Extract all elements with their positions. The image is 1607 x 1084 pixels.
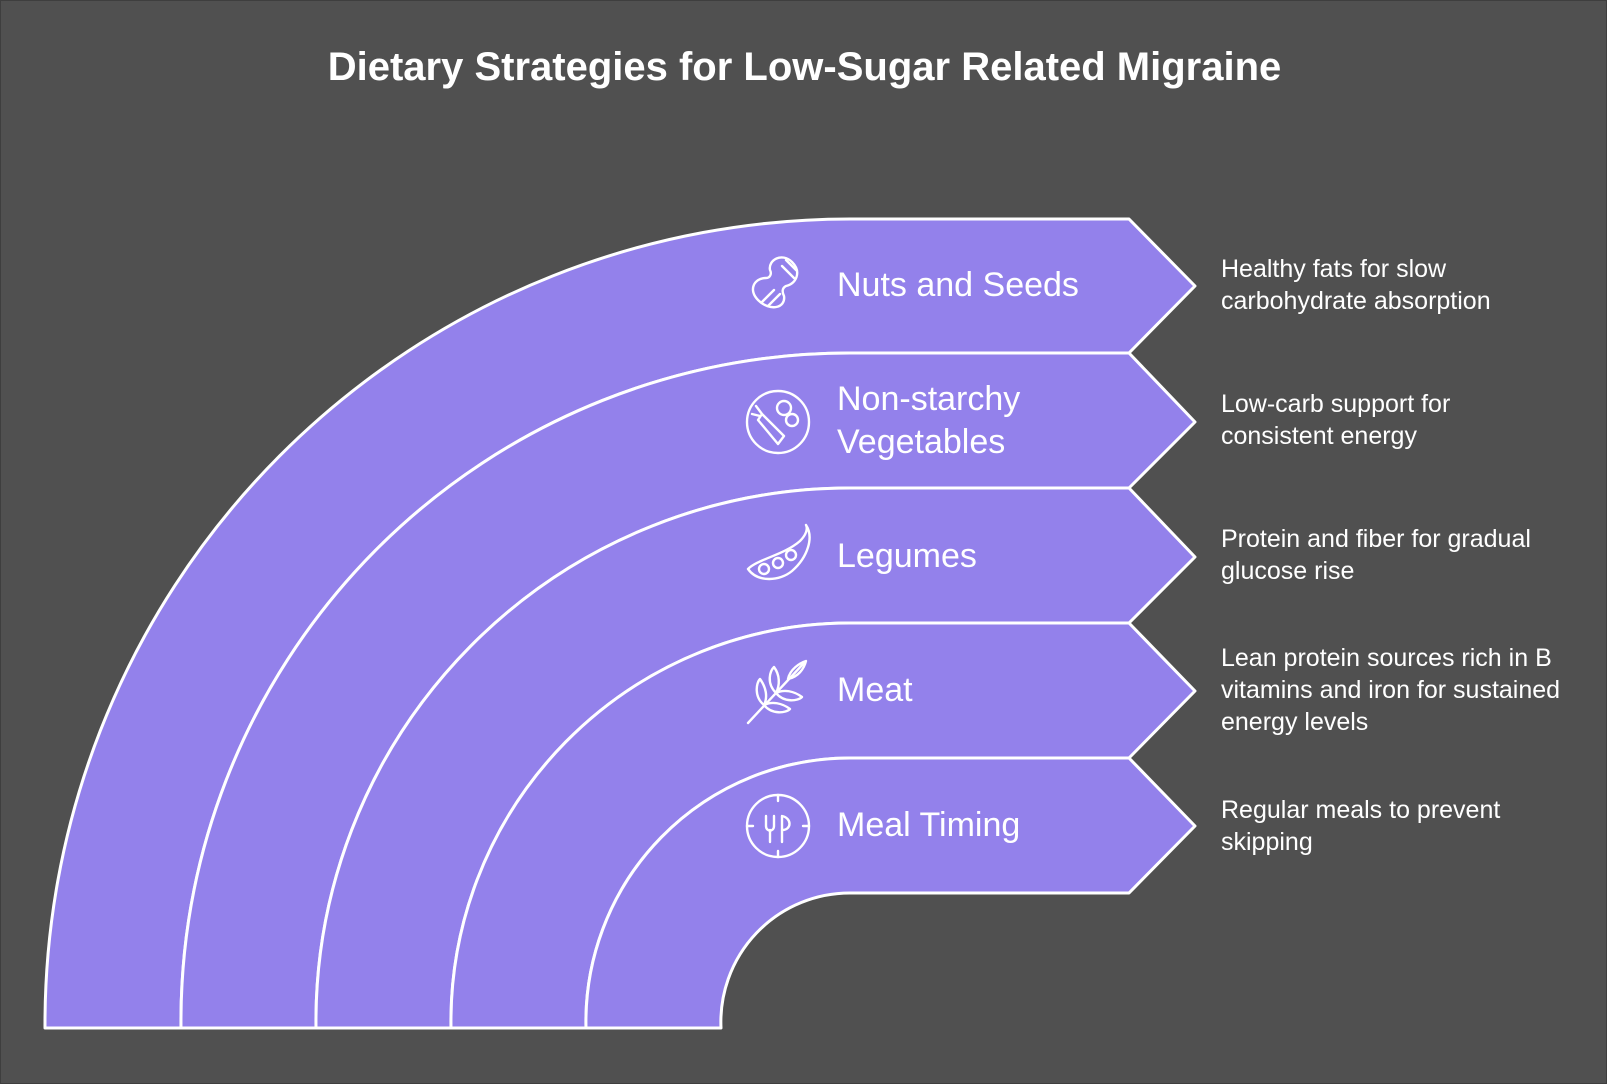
strategy-label-meat: Meat	[837, 671, 913, 709]
strategy-label-meal-timing: Meal Timing	[837, 806, 1021, 844]
strategy-desc-non-starchy-vegetables: Low-carb support for consistent energy	[1221, 390, 1451, 450]
grain-leaf-icon	[746, 659, 808, 725]
diagram-title: Dietary Strategies for Low-Sugar Related…	[327, 45, 1282, 89]
vegetables-icon	[745, 389, 811, 455]
peanut-icon	[751, 256, 799, 309]
band-meal-timing	[584, 756, 1197, 1030]
strategy-desc-meat: Lean protein sources rich in B vitamins …	[1221, 644, 1561, 736]
strategy-label-non-starchy-vegetables: Non-starchy Vegetables	[837, 380, 1021, 461]
strategy-desc-meal-timing: Regular meals to prevent skipping	[1221, 796, 1501, 856]
strategy-desc-legumes: Protein and fiber for gradual glucose ri…	[1221, 525, 1531, 585]
strategy-label-legumes: Legumes	[837, 537, 977, 575]
clock-utensils-icon	[745, 793, 811, 859]
pea-pod-icon	[746, 523, 811, 581]
strategy-label-nuts-and-seeds: Nuts and Seeds	[837, 266, 1079, 304]
strategy-desc-nuts-and-seeds: Healthy fats for slow carbohydrate absor…	[1221, 255, 1491, 315]
